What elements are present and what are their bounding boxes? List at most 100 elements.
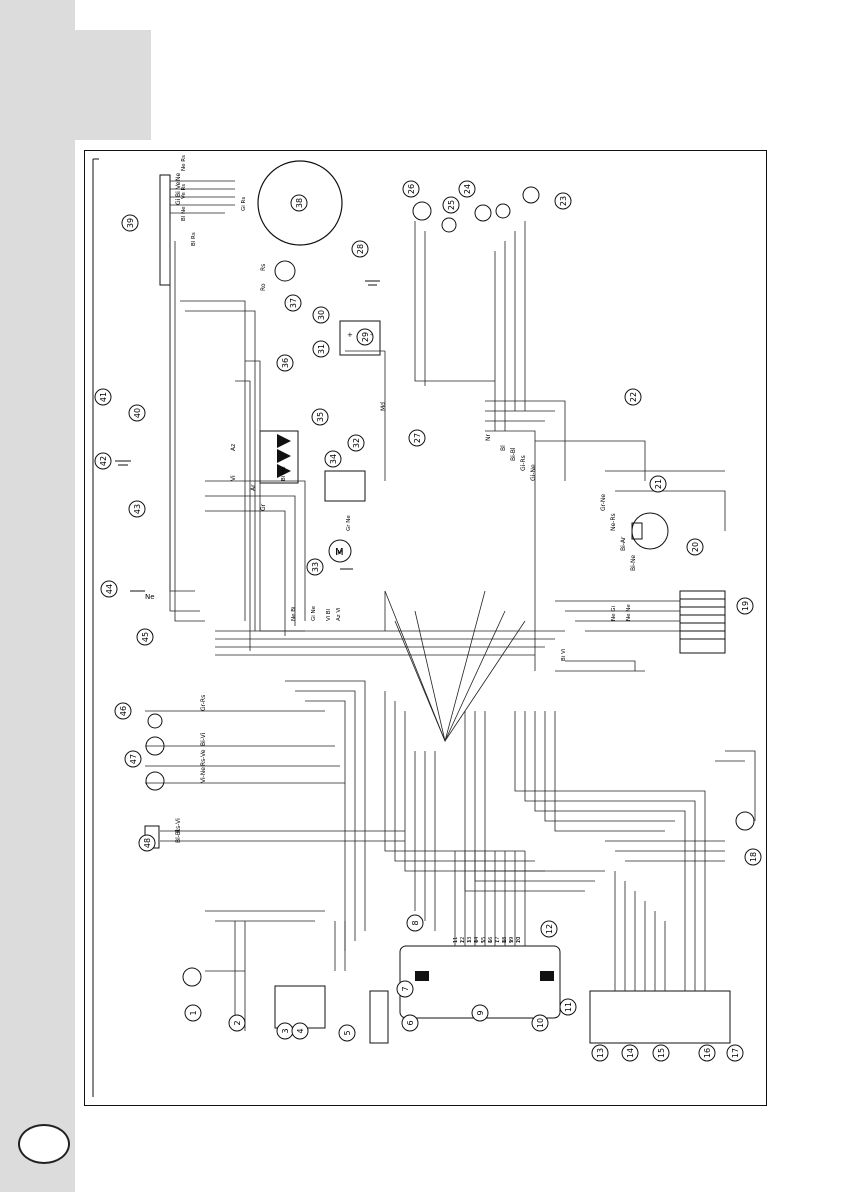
- connector-label: Bl Rs: [191, 232, 197, 246]
- wire-color-label: Gi: [175, 198, 182, 205]
- component-number-circle: [686, 538, 704, 556]
- wire-color-label: Vi: [230, 475, 237, 481]
- component-number-circle: [284, 294, 302, 312]
- connector-pin-number: 6: [488, 940, 494, 943]
- component-number-circle: [312, 340, 330, 358]
- component-number-circle: [744, 848, 762, 866]
- wire-color-label: Gr-Rs: [200, 695, 207, 711]
- component-number: 40: [133, 408, 142, 418]
- connector-pin-number: 8: [502, 940, 508, 943]
- page-number-badge: [18, 1124, 70, 1164]
- component-number: 15: [657, 1048, 666, 1058]
- component-number-circle: [128, 404, 146, 422]
- component-number: 41: [99, 392, 108, 402]
- component-number: 22: [629, 392, 638, 402]
- connector-label: Ne Rs: [181, 155, 187, 171]
- connector-pin-number: 17: [495, 937, 501, 943]
- wiring-diagram-frame: M: [84, 150, 767, 1106]
- component-number-circle: [338, 1024, 356, 1042]
- component-number-circle: [121, 214, 139, 232]
- component-number-circle: [312, 306, 330, 324]
- symbol-label: +: [347, 331, 353, 339]
- component-number: 13: [596, 1048, 605, 1058]
- component-number: 46: [119, 706, 128, 716]
- connector-label: Gi Ne: [311, 605, 317, 621]
- component-number: 12: [545, 924, 554, 934]
- component-number: 24: [463, 184, 472, 194]
- wire-color-label: Nr: [485, 434, 492, 441]
- component-number-circle: [138, 834, 156, 852]
- component-number: 29: [361, 332, 370, 342]
- wire-color-label: Bl: [500, 445, 507, 451]
- wire-color-label: Ro: [260, 283, 267, 291]
- connector-pin-number: 11: [453, 937, 459, 943]
- component-number-circle: [652, 1044, 670, 1062]
- component-number-circle: [471, 1004, 489, 1022]
- component-number: 10: [536, 1018, 545, 1028]
- component-number-circle: [228, 1014, 246, 1032]
- component-number: 37: [289, 298, 298, 308]
- component-number: 23: [559, 196, 568, 206]
- connector-pin-number: 2: [460, 940, 466, 943]
- wire-color-label: Ne-Rs: [610, 513, 617, 531]
- component-number-circle: [290, 194, 308, 212]
- page-edge: [0, 0, 75, 1192]
- connector-label: Az Vi: [336, 607, 342, 621]
- component-number: 9: [476, 1010, 485, 1015]
- wire-color-label: Md: [380, 402, 387, 411]
- wire-color-label: Ar: [250, 484, 257, 491]
- component-number: 3: [281, 1028, 290, 1033]
- component-number-circle: [621, 1044, 639, 1062]
- wire-color-label: Vi-Ne: [200, 767, 207, 783]
- connector-label: Ne Ne: [626, 604, 632, 621]
- component-number: 7: [401, 986, 410, 991]
- component-number-circle: [406, 914, 424, 932]
- component-number: 39: [126, 218, 135, 228]
- symbol-label: -: [370, 331, 373, 339]
- connector-pin-number: 5: [481, 940, 487, 943]
- component-number: 8: [411, 920, 420, 925]
- wire-color-label: Az: [230, 444, 237, 451]
- component-number-circle: [276, 354, 294, 372]
- connector-pin-number: 18: [502, 937, 508, 943]
- component-number: 1: [189, 1010, 198, 1015]
- connector-pin-number: 3: [467, 940, 473, 943]
- symbol-label: Ne: [145, 593, 155, 601]
- component-number-circle: [291, 1022, 309, 1040]
- component-number: 16: [703, 1048, 712, 1058]
- connector-label: Ve Rs: [181, 184, 187, 199]
- component-number: 20: [691, 542, 700, 552]
- component-number-circle: [396, 980, 414, 998]
- component-number-circle: [531, 1014, 549, 1032]
- component-number-circle: [347, 434, 365, 452]
- component-number: 11: [564, 1002, 573, 1012]
- component-number-circle: [324, 450, 342, 468]
- wire-color-label: Bi: [175, 191, 182, 197]
- component-number-circle: [540, 920, 558, 938]
- wire-color-label: Bi-Vi: [200, 732, 207, 746]
- connector-pin-number: 19: [509, 937, 515, 943]
- component-number-circle: [100, 580, 118, 598]
- component-number-circle: [184, 1004, 202, 1022]
- component-number: 33: [311, 562, 320, 572]
- component-number-circle: [624, 388, 642, 406]
- wire-color-label: Bi-Bl: [510, 447, 517, 461]
- component-number-circle: [114, 702, 132, 720]
- component-number: 48: [143, 838, 152, 848]
- component-number: 38: [295, 198, 304, 208]
- component-number-circle: [554, 192, 572, 210]
- wire-color-label: Ne: [175, 173, 182, 181]
- component-number: 47: [129, 754, 138, 764]
- wire-color-label: Rs-Vi: [175, 818, 182, 833]
- component-number: 17: [731, 1048, 740, 1058]
- component-number: 34: [329, 454, 338, 464]
- component-number: 5: [343, 1030, 352, 1035]
- component-number-circle: [591, 1044, 609, 1062]
- component-number-circle: [128, 500, 146, 518]
- component-number: 44: [105, 584, 114, 594]
- component-number-circle: [124, 750, 142, 768]
- component-number: 25: [447, 200, 456, 210]
- connector-pin-number: 1: [453, 940, 459, 943]
- wire-color-label: Gr: [260, 503, 267, 511]
